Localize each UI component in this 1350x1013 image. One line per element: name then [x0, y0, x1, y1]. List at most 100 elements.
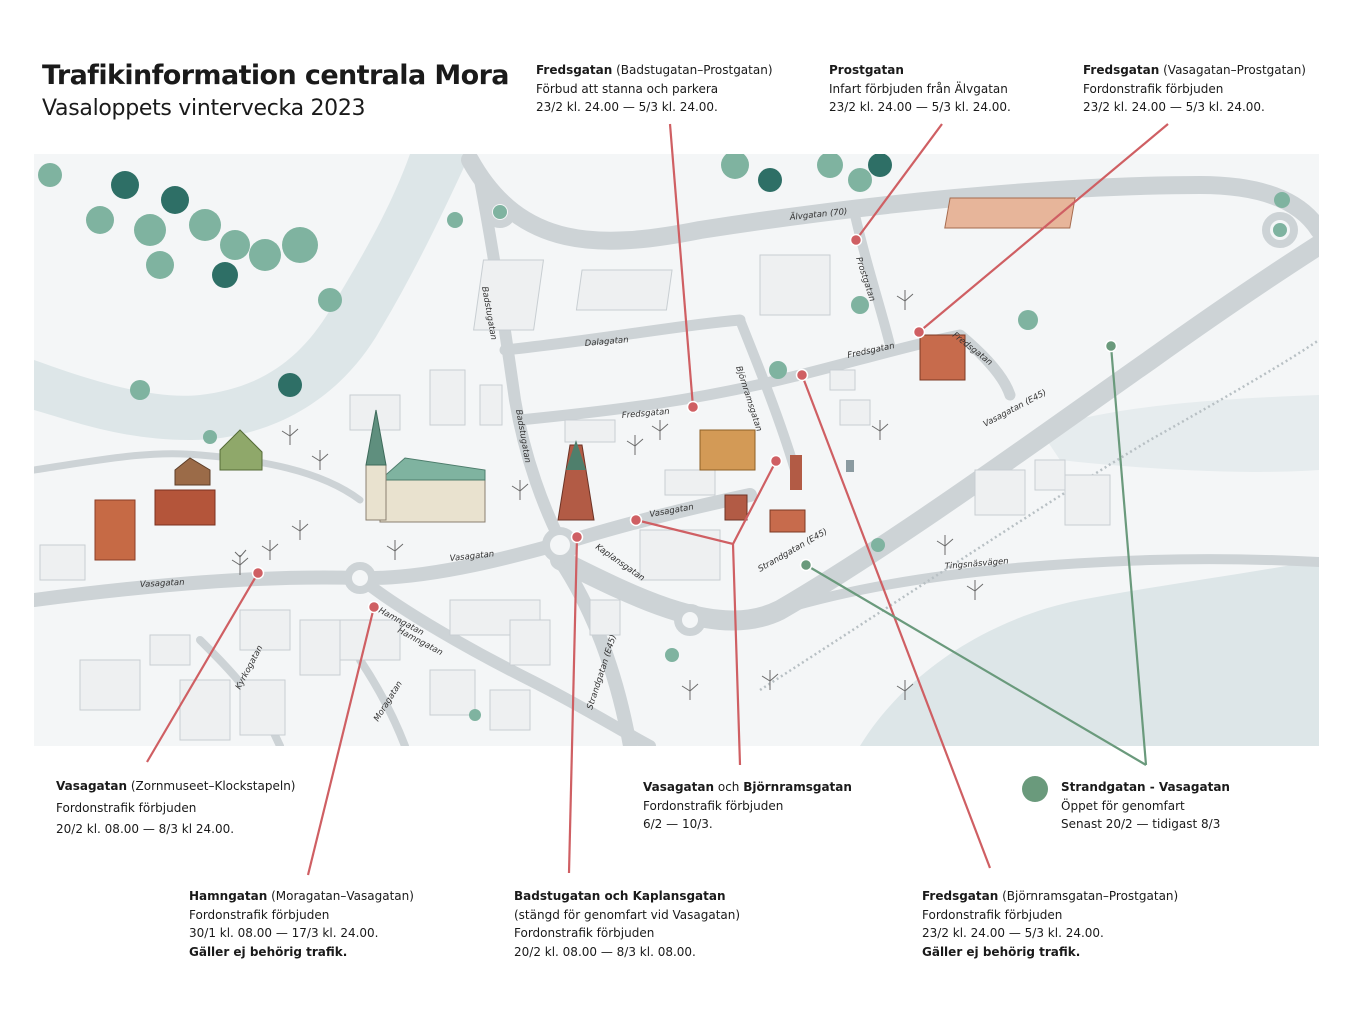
- building: [79, 659, 141, 711]
- building: [564, 419, 616, 443]
- leader-fredsgatan-badstu: [668, 123, 695, 408]
- tree: [38, 163, 62, 187]
- bare-tree: [291, 520, 309, 540]
- tree: [278, 373, 302, 397]
- road-alvgatan: [461, 154, 1319, 250]
- lake-north: [1040, 395, 1319, 472]
- callout-dates: Senast 20/2 — tidigast 8/3: [1061, 817, 1221, 831]
- leader-strandgatan-b: [1109, 345, 1148, 766]
- bare-tree: [311, 450, 329, 470]
- marker-prostgatan: [849, 233, 863, 247]
- bare-tree: [651, 420, 669, 440]
- church-nave: [379, 479, 486, 523]
- building: [479, 384, 503, 426]
- building: [239, 679, 286, 736]
- callout-vasagatan-zorn: Vasagatan (Zornmuseet–Klockstapeln) Ford…: [56, 777, 295, 839]
- tree: [86, 206, 114, 234]
- callout-dates: 20/2 kl. 08.00 — 8/3 kl. 08.00.: [514, 944, 696, 959]
- callout-street-name: Prostgatan: [829, 63, 904, 77]
- tree: [212, 262, 238, 288]
- road-bjornramsgatan: [735, 315, 800, 475]
- bare-tree: [386, 540, 404, 560]
- callout-fredsgatan-bjornramsgatan: Fredsgatan (Björnramsgatan–Prostgatan) F…: [922, 887, 1178, 961]
- callout-dates: 20/2 kl. 08.00 — 8/3 kl 24.00.: [56, 822, 235, 836]
- bare-tree: [261, 540, 279, 560]
- tree: [220, 230, 250, 260]
- bare-tree: [681, 680, 699, 700]
- callout-vasagatan-bjornramsgatan: Vasagatan och Björnramsgatan Fordonstraf…: [643, 778, 852, 834]
- tree: [871, 538, 885, 552]
- river: [34, 154, 470, 440]
- tree: [868, 154, 892, 177]
- callout-rule: Fordonstrafik förbjuden: [643, 798, 784, 813]
- leader-fredsgatan-vasa: [918, 123, 1169, 333]
- red-house-1: [724, 494, 748, 521]
- building: [589, 599, 621, 636]
- tree: [318, 288, 342, 312]
- bare-tree: [871, 420, 889, 440]
- marker-fredsgatan-bjorn: [795, 368, 809, 382]
- callout-street-name: Vasagatan: [643, 780, 715, 794]
- markers: [251, 233, 1118, 614]
- callout-dates: 23/2 kl. 24.00 — 5/3 kl. 24.00.: [1083, 100, 1265, 114]
- callout-rule: Fordonstrafik förbjuden: [189, 907, 330, 922]
- tree: [111, 171, 139, 199]
- tree: [130, 380, 150, 400]
- building: [1064, 474, 1111, 526]
- callout-badstugatan-kaplansgatan: Badstugatan och Kaplansgatan (stängd för…: [514, 887, 740, 961]
- callout-street-name: Fredsgatan: [922, 889, 999, 903]
- tree: [249, 239, 281, 271]
- callout-dates: 23/2 kl. 24.00 — 5/3 kl. 24.00.: [829, 100, 1011, 114]
- callout-note: Gäller ej behörig trafik.: [189, 944, 348, 959]
- callout-rule: Fordonstrafik förbjuden: [514, 926, 655, 940]
- tree: [758, 168, 782, 192]
- statue-base: [846, 460, 854, 472]
- building: [39, 544, 86, 581]
- building: [839, 399, 871, 426]
- callout-street-name: Hamngatan: [189, 889, 268, 903]
- marker-badstu-kaplans: [570, 530, 584, 544]
- building: [179, 679, 231, 741]
- marker-bjornramsgatan: [769, 454, 783, 468]
- marker-vasagatan: [629, 513, 643, 527]
- red-house-3: [919, 334, 966, 381]
- marker-fredsgatan-vasa: [912, 325, 926, 339]
- callout-prostgatan: Prostgatan Infart förbjuden från Älvgata…: [829, 61, 1011, 117]
- tree: [282, 227, 318, 263]
- tree: [493, 205, 507, 219]
- zorn-gammelgard-1: [174, 457, 211, 486]
- callout-note: Gäller ej behörig trafik.: [922, 944, 1081, 959]
- tree: [1274, 192, 1290, 208]
- building: [149, 634, 191, 666]
- building: [759, 254, 831, 316]
- callout-hamngatan: Hamngatan (Moragatan–Vasagatan) Fordonst…: [189, 887, 414, 961]
- street-label-dalagatan: Dalagatan: [584, 335, 629, 349]
- zorn-museum-wing: [154, 489, 216, 526]
- bare-tree: [761, 670, 779, 690]
- building: [489, 689, 531, 731]
- callout-street-name: Vasagatan: [56, 779, 128, 793]
- tree: [721, 154, 749, 179]
- road-tingsnasvagen: [775, 554, 1319, 615]
- street-label-vasagatan-west: Vasagatan: [140, 578, 185, 590]
- callout-rule: Fordonstrafik förbjuden: [922, 907, 1063, 922]
- tree: [1018, 310, 1038, 330]
- bare-tree: [896, 290, 914, 310]
- library-building: [699, 429, 756, 471]
- historic-buildings: [94, 197, 1076, 561]
- page-subtitle: Vasaloppets vintervecka 2023: [42, 96, 366, 121]
- leader-badstu-kaplans: [567, 536, 579, 874]
- tree: [769, 361, 787, 379]
- bare-tree: [626, 435, 644, 455]
- callout-dates: 6/2 — 10/3.: [643, 817, 713, 831]
- building: [974, 469, 1026, 516]
- bare-tree: [281, 425, 299, 445]
- marker-strandgatan-a: [799, 558, 813, 572]
- building: [429, 369, 466, 426]
- roundabout-south: [674, 604, 706, 636]
- building: [575, 269, 673, 311]
- tree: [665, 648, 679, 662]
- road-moragatan: [356, 656, 409, 746]
- tree: [817, 154, 843, 178]
- callout-fredsgatan-vasagatan: Fredsgatan (Vasagatan–Prostgatan) Fordon…: [1083, 61, 1306, 117]
